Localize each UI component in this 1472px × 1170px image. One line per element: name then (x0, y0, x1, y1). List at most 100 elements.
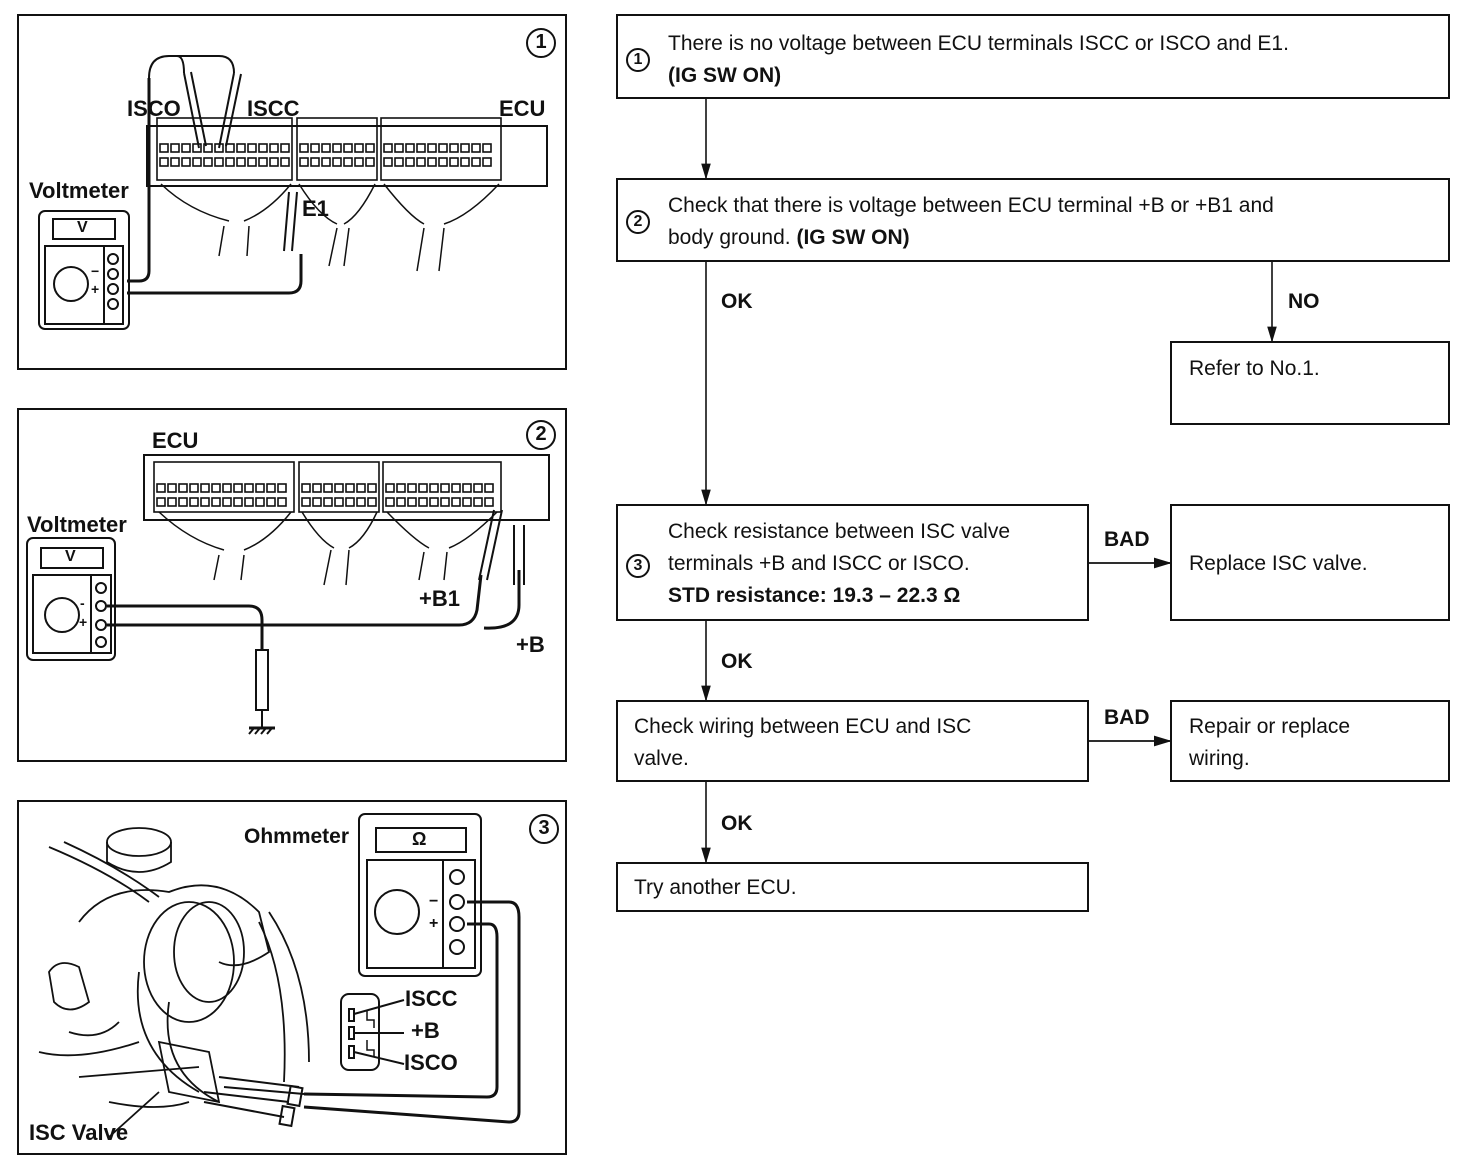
connector-pin (332, 143, 342, 153)
diagram-1-illustration (38, 55, 548, 330)
connector-pin (255, 497, 265, 507)
edge-label-bad: BAD (1104, 706, 1150, 729)
connector-pin (258, 157, 268, 167)
try-another-text: Try another ECU. (634, 876, 797, 899)
connector-pin (407, 497, 417, 507)
connector-pin (334, 483, 344, 493)
connector-pin (203, 143, 213, 153)
terminal-plus-label: + (79, 614, 88, 630)
step-2-text: Check that there is voltage between ECU … (668, 194, 1274, 217)
connector-pin (473, 497, 483, 507)
diagram-1-panel: 1 ISCO ISCC ECU Voltmeter E1 V − + (17, 14, 567, 370)
connector-pin (312, 483, 322, 493)
connector-pin (462, 497, 472, 507)
wiring-line1: Check wiring between ECU and ISC (634, 715, 972, 738)
connector-pin (277, 497, 287, 507)
connector-pin (301, 483, 311, 493)
repair-line2: wiring. (1189, 747, 1250, 770)
connector-pin (211, 497, 221, 507)
connector-pin (269, 157, 279, 167)
edge-label-ok: OK (721, 812, 753, 835)
connector-pin (427, 143, 437, 153)
connector-pin (170, 157, 180, 167)
connector-pin (484, 497, 494, 507)
step-3-line2: terminals +B and ISCC or ISCO. (668, 552, 970, 575)
connector-pin (462, 483, 472, 493)
connector-pin (156, 497, 166, 507)
connector-pin (266, 497, 276, 507)
connector-pin (367, 483, 377, 493)
connector-pin (394, 157, 404, 167)
connector-pin (225, 157, 235, 167)
connector-pin (312, 497, 322, 507)
step-3-std-resistance: STD resistance: 19.3 – 22.3 Ω (668, 584, 961, 607)
connector-pin (178, 497, 188, 507)
connector-pin (200, 497, 210, 507)
connector-pin (365, 143, 375, 153)
wire-harness (160, 183, 500, 272)
connector-pin (440, 483, 450, 493)
step-2-text-line2: body ground. (IG SW ON) (668, 222, 910, 254)
connector-pin (323, 483, 333, 493)
connector-pin (236, 157, 246, 167)
connector-pin (203, 157, 213, 167)
ecu-unit (143, 454, 550, 521)
connector-pin (192, 157, 202, 167)
connector-pin (181, 143, 191, 153)
connector-pin (299, 157, 309, 167)
step-3-line1: Check resistance between ISC valve (668, 520, 1010, 543)
connector-pin (334, 497, 344, 507)
connector-pin (429, 483, 439, 493)
throttle-body-illustration (38, 827, 310, 1138)
connector-pin (310, 157, 320, 167)
connector-pin (451, 497, 461, 507)
diagram-2-panel: 2 ECU Voltmeter +B1 +B V - + (17, 408, 567, 762)
connector-pin (189, 497, 199, 507)
try-another-ecu-box: Try another ECU. (616, 862, 1089, 912)
connector-pin (156, 483, 166, 493)
label-iscc: ISCC (247, 96, 300, 121)
step-number-badge: 2 (626, 210, 650, 234)
connector-pin (277, 483, 287, 493)
voltmeter (26, 537, 116, 661)
connector-pin (394, 143, 404, 153)
edge-label-bad: BAD (1104, 528, 1150, 551)
connector-pin (416, 143, 426, 153)
ecu-connector-pins (156, 117, 502, 181)
diagram-3-panel: 3 Ohmmeter Ω − + ISCC +B ISCO ISC Valve (17, 800, 567, 1155)
connector-pin (343, 143, 353, 153)
test-probes (248, 509, 525, 735)
label-plus-b-terminal: +B (411, 1018, 440, 1043)
connector-pin (383, 157, 393, 167)
label-iscc-terminal: ISCC (405, 986, 458, 1011)
connector-pin (192, 143, 202, 153)
label-voltmeter: Voltmeter (29, 178, 129, 203)
connector-pin (365, 157, 375, 167)
diagram-number-badge: 3 (529, 814, 559, 844)
diagram-number-badge: 2 (526, 420, 556, 450)
connector-pin (440, 497, 450, 507)
meter-unit-label: V (77, 219, 88, 236)
connector-pin (407, 483, 417, 493)
connector-pin (429, 497, 439, 507)
step-2-box: 2 Check that there is voltage between EC… (616, 178, 1450, 262)
repair-line1: Repair or replace (1189, 715, 1351, 738)
step-1-box: 1 There is no voltage between ECU termin… (616, 14, 1450, 99)
connector-pin (222, 497, 232, 507)
connector-pin (438, 157, 448, 167)
edge-label-ok: OK (721, 650, 753, 673)
connector-pin (405, 143, 415, 153)
terminal-minus-label: − (91, 263, 100, 279)
edge-label-no: NO (1288, 290, 1320, 313)
connector-pin (299, 143, 309, 153)
diagram-number-badge: 1 (526, 28, 556, 58)
repair-box: Repair or replace wiring. (1170, 700, 1450, 782)
connector-pin (258, 143, 268, 153)
label-voltmeter: Voltmeter (27, 512, 127, 537)
refer-box: Refer to No.1. (1170, 341, 1450, 425)
connector-pin (167, 483, 177, 493)
connector-pin (482, 157, 492, 167)
connector-pin (233, 483, 243, 493)
test-leads (303, 900, 521, 1124)
